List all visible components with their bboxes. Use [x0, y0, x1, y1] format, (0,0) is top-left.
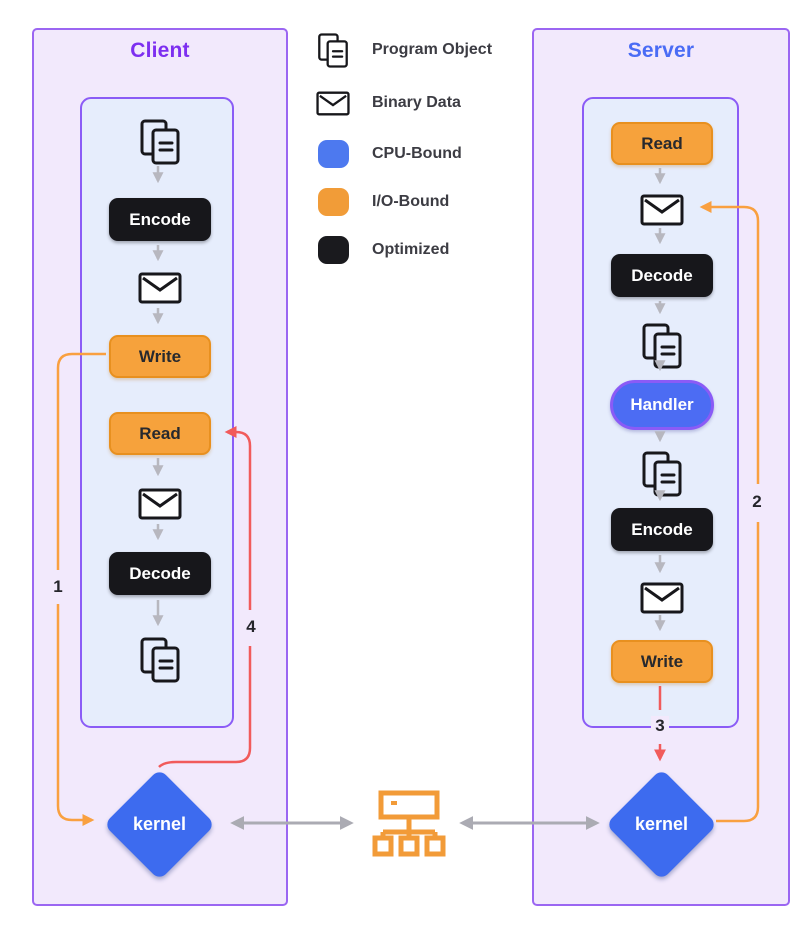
step-label-4: 4	[246, 617, 256, 636]
server-kernel-label: kernel	[634, 813, 689, 834]
legend-row-io-bound: I/O-Bound	[316, 183, 449, 221]
program-object-icon	[642, 451, 682, 497]
server-kernel-diamond: kernel	[605, 768, 718, 881]
legend-label: I/O-Bound	[372, 193, 450, 210]
legend-label: Program Object	[372, 41, 493, 58]
cpu-bound-swatch	[316, 140, 350, 168]
optimized-swatch	[316, 236, 350, 264]
legend-row-cpu-bound: CPU-Bound	[316, 135, 462, 173]
binary-data-icon	[138, 272, 182, 304]
server-encode-box: Encode	[611, 508, 713, 551]
binary-data-icon	[138, 488, 182, 520]
legend-row-binary-data: Binary Data	[316, 84, 461, 122]
binary-data-icon	[640, 582, 684, 614]
legend-label: CPU-Bound	[372, 145, 462, 162]
server-handler-box: Handler	[610, 380, 714, 430]
client-panel-title: Client	[130, 39, 190, 62]
binary-data-icon	[316, 90, 350, 117]
client-write-box: Write	[109, 335, 211, 378]
program-object-icon	[642, 323, 682, 369]
client-encode-box: Encode	[109, 198, 211, 241]
step-label-2: 2	[752, 492, 762, 511]
program-object-icon	[316, 32, 350, 69]
client-kernel-diamond: kernel	[103, 768, 216, 881]
server-read-box: Read	[611, 122, 713, 165]
network-icon	[372, 790, 446, 857]
io-bound-swatch	[316, 188, 350, 216]
program-object-icon	[140, 119, 180, 165]
legend-row-optimized: Optimized	[316, 231, 449, 269]
client-kernel-label: kernel	[132, 813, 187, 834]
client-panel: Client Encode Write Read Decode kernel	[32, 28, 288, 906]
step-label-1: 1	[53, 577, 63, 596]
server-write-box: Write	[611, 640, 713, 683]
server-panel-title: Server	[627, 39, 695, 62]
server-panel: Server Read Decode Handler Encode Write …	[532, 28, 790, 906]
program-object-icon	[140, 637, 180, 683]
legend-label: Binary Data	[372, 94, 461, 111]
legend-label: Optimized	[372, 241, 450, 258]
binary-data-icon	[640, 194, 684, 226]
legend-row-program-object: Program Object	[316, 31, 492, 69]
client-read-box: Read	[109, 412, 211, 455]
step-label-3: 3	[651, 716, 669, 736]
client-decode-box: Decode	[109, 552, 211, 595]
server-decode-box: Decode	[611, 254, 713, 297]
